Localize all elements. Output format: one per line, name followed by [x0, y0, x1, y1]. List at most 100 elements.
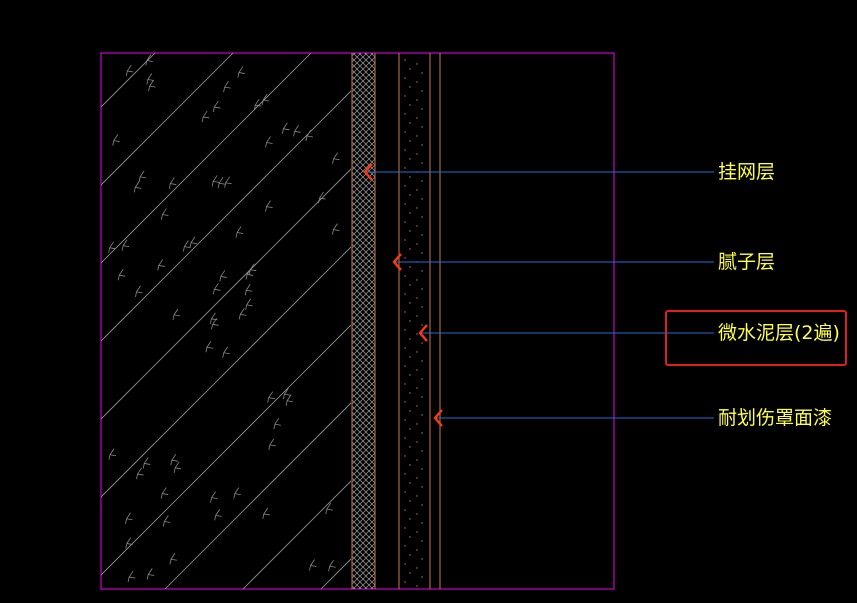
dot-mark	[421, 468, 423, 470]
dot-mark	[421, 90, 423, 92]
arrow-icon	[392, 253, 402, 271]
aggregate-mark	[160, 208, 169, 220]
dot-mark	[409, 446, 411, 448]
aggregate-mark	[237, 66, 245, 78]
aggregate-mark	[219, 270, 227, 282]
callout-micro-cement: 微水泥层(2遍)	[418, 310, 847, 366]
aggregate-mark	[309, 559, 317, 571]
dot-mark	[409, 158, 411, 160]
dot-mark	[409, 428, 411, 430]
aggregate-mark	[332, 223, 340, 235]
aggregate-mark	[121, 239, 130, 251]
dot-mark	[416, 117, 418, 119]
dot-mark	[421, 558, 423, 560]
aggregate-mark	[169, 553, 178, 565]
dot-mark	[421, 378, 423, 380]
dot-mark	[416, 135, 418, 137]
dot-mark	[416, 99, 418, 101]
hatch-line	[101, 53, 312, 264]
callout-label-putty: 腻子层	[718, 251, 775, 273]
dot-mark	[421, 432, 423, 434]
mesh-layer	[351, 53, 376, 589]
dot-mark	[409, 500, 411, 502]
dot-mark	[404, 185, 406, 187]
aggregate-mark	[146, 568, 155, 580]
dot-mark	[409, 536, 411, 538]
dot-mark	[421, 342, 423, 344]
dot-mark	[421, 540, 423, 542]
aggregate-mark	[214, 509, 222, 521]
dot-mark	[421, 306, 423, 308]
dot-mark	[404, 473, 406, 475]
dot-mark	[409, 374, 411, 376]
dot-mark	[409, 248, 411, 250]
aggregate-mark	[125, 64, 134, 77]
dot-mark	[421, 414, 423, 416]
dot-mark	[409, 68, 411, 70]
dot-mark	[404, 383, 406, 385]
dot-mark	[409, 554, 411, 556]
dot-mark	[404, 419, 406, 421]
aggregate-mark	[108, 448, 117, 460]
aggregate-mark	[235, 226, 244, 238]
dot-mark	[404, 545, 406, 547]
callout-label-mesh: 挂网层	[718, 161, 775, 183]
aggregate-mark	[224, 176, 232, 188]
dot-mark	[416, 225, 418, 227]
hatch-line	[399, 29, 857, 589]
dot-mark	[416, 585, 418, 587]
dot-mark	[416, 441, 418, 443]
dot-mark	[404, 275, 406, 277]
dot-mark	[404, 77, 406, 79]
aggregate-mark	[210, 312, 218, 324]
aggregate-mark	[282, 388, 291, 400]
dot-mark	[409, 464, 411, 466]
dot-mark	[421, 198, 423, 200]
dot-mark	[404, 509, 406, 511]
dot-mark	[421, 486, 423, 488]
aggregate-mark	[265, 200, 273, 212]
dot-mark	[404, 401, 406, 403]
aggregate-mark	[189, 236, 198, 248]
aggregate-mark	[325, 502, 333, 515]
dot-mark	[421, 396, 423, 398]
dot-mark	[416, 153, 418, 155]
aggregate-mark	[117, 268, 126, 281]
dot-mark	[421, 504, 423, 506]
dot-mark	[416, 243, 418, 245]
dot-mark	[416, 333, 418, 335]
dot-mark	[416, 459, 418, 461]
topcoat-layer	[429, 53, 441, 589]
dot-mark	[416, 513, 418, 515]
aggregate-mark	[273, 417, 281, 430]
dot-mark	[404, 221, 406, 223]
hatch-line	[0, 29, 101, 589]
dot-mark	[416, 423, 418, 425]
aggregate-mark	[125, 537, 133, 549]
dot-mark	[404, 167, 406, 169]
dot-mark	[421, 252, 423, 254]
arrow-icon	[418, 324, 428, 342]
dot-mark	[416, 495, 418, 497]
aggregate-mark	[211, 175, 220, 187]
aggregate-mark	[201, 110, 210, 123]
dot-mark	[404, 437, 406, 439]
aggregate-mark	[318, 191, 326, 204]
hatch-line	[101, 168, 351, 420]
aggregate-mark	[245, 298, 253, 310]
aggregate-mark	[244, 284, 253, 296]
aggregate-mark	[328, 560, 336, 572]
arrow-icon	[433, 409, 443, 427]
dot-mark	[421, 522, 423, 524]
dot-mark	[404, 365, 406, 367]
dot-mark	[409, 284, 411, 286]
aggregate-mark	[223, 80, 231, 93]
dot-mark	[421, 108, 423, 110]
dot-mark	[421, 324, 423, 326]
dot-mark	[409, 572, 411, 574]
dot-mark	[416, 279, 418, 281]
aggregate-mark	[138, 170, 147, 182]
dot-mark	[416, 315, 418, 317]
hatch-line	[101, 324, 351, 576]
aggregate-mark	[233, 487, 241, 499]
